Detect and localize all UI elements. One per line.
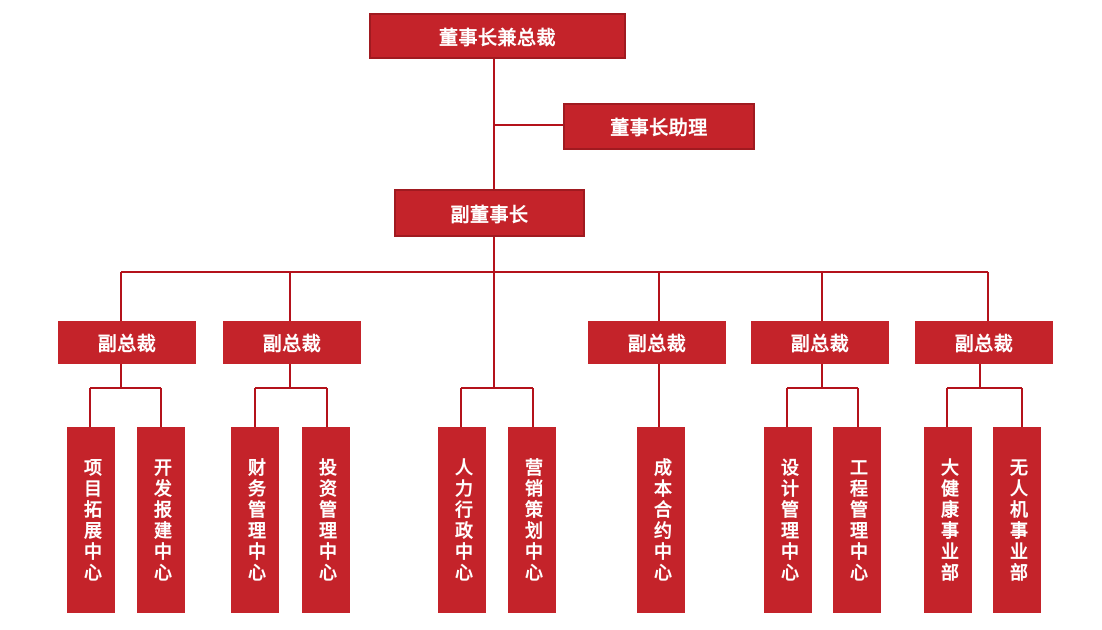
vp-label: 副总裁 <box>262 333 322 355</box>
dept-label: 投资管理中心 <box>316 458 337 584</box>
vp-box: 副总裁 <box>915 321 1053 364</box>
dept-label: 设计管理中心 <box>778 458 799 584</box>
dept-label: 项目拓展中心 <box>81 458 102 584</box>
assistant-box: 董事长助理 <box>563 103 755 150</box>
vp-label: 副总裁 <box>97 333 157 355</box>
dept-box: 大健康事业部 <box>924 427 972 613</box>
dept-box: 营销策划中心 <box>508 427 556 613</box>
dept-box: 开发报建中心 <box>137 427 185 613</box>
vp-label: 副总裁 <box>954 333 1014 355</box>
dept-box: 无人机事业部 <box>993 427 1041 613</box>
dept-box: 项目拓展中心 <box>67 427 115 613</box>
vp-box: 副总裁 <box>588 321 726 364</box>
dept-label: 成本合约中心 <box>651 458 672 584</box>
dept-box: 人力行政中心 <box>438 427 486 613</box>
dept-label: 无人机事业部 <box>1007 458 1028 584</box>
vice-chairman-label: 副董事长 <box>450 203 529 226</box>
dept-label: 工程管理中心 <box>847 458 868 584</box>
vp-label: 副总裁 <box>790 333 850 355</box>
dept-label: 大健康事业部 <box>938 458 959 584</box>
dept-label: 人力行政中心 <box>452 458 473 584</box>
vp-box: 副总裁 <box>751 321 889 364</box>
dept-box: 财务管理中心 <box>231 427 279 613</box>
dept-label: 财务管理中心 <box>245 458 266 584</box>
vp-box: 副总裁 <box>58 321 196 364</box>
chairman-label: 董事长兼总裁 <box>438 26 556 49</box>
vice-chairman-box: 副董事长 <box>394 189 585 237</box>
vp-box: 副总裁 <box>223 321 361 364</box>
dept-box: 工程管理中心 <box>833 427 881 613</box>
dept-label: 营销策划中心 <box>522 458 543 584</box>
dept-box: 投资管理中心 <box>302 427 350 613</box>
dept-box: 设计管理中心 <box>764 427 812 613</box>
chairman-box: 董事长兼总裁 <box>369 13 626 59</box>
vp-label: 副总裁 <box>627 333 687 355</box>
dept-label: 开发报建中心 <box>151 458 172 584</box>
dept-box: 成本合约中心 <box>637 427 685 613</box>
assistant-label: 董事长助理 <box>610 117 708 139</box>
